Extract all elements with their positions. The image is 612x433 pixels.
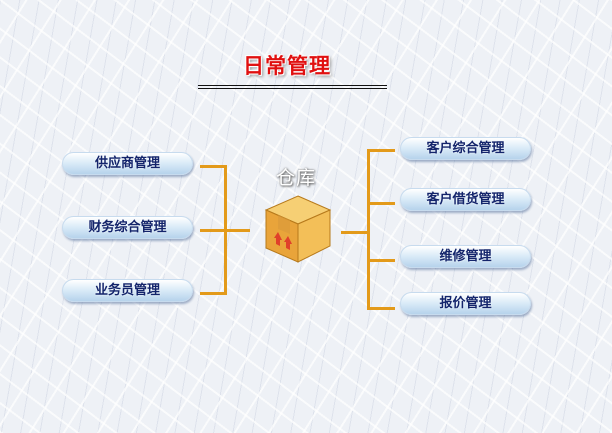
customer-management-button[interactable]: 客户综合管理: [400, 137, 531, 160]
finance-management-button[interactable]: 财务综合管理: [62, 216, 193, 239]
title-divider: [198, 88, 387, 89]
salesperson-management-button[interactable]: 业务员管理: [62, 279, 193, 302]
connector-line: [341, 231, 370, 234]
title-divider: [198, 85, 387, 86]
quotation-management-button[interactable]: 报价管理: [400, 292, 531, 315]
warehouse-box-icon[interactable]: [264, 194, 332, 264]
connector-line: [200, 292, 227, 295]
supplier-management-button[interactable]: 供应商管理: [62, 152, 193, 175]
page-title: 日常管理: [243, 54, 331, 78]
repair-management-button[interactable]: 维修管理: [400, 245, 531, 268]
customer-loan-management-button[interactable]: 客户借货管理: [400, 188, 531, 211]
warehouse-label: 仓库: [276, 167, 317, 189]
connector-line: [367, 202, 395, 205]
connector-line: [367, 259, 395, 262]
connector-line: [200, 165, 227, 168]
connector-line: [224, 165, 227, 295]
connector-line: [367, 307, 395, 310]
connector-line: [367, 149, 395, 152]
connector-line: [367, 149, 370, 310]
